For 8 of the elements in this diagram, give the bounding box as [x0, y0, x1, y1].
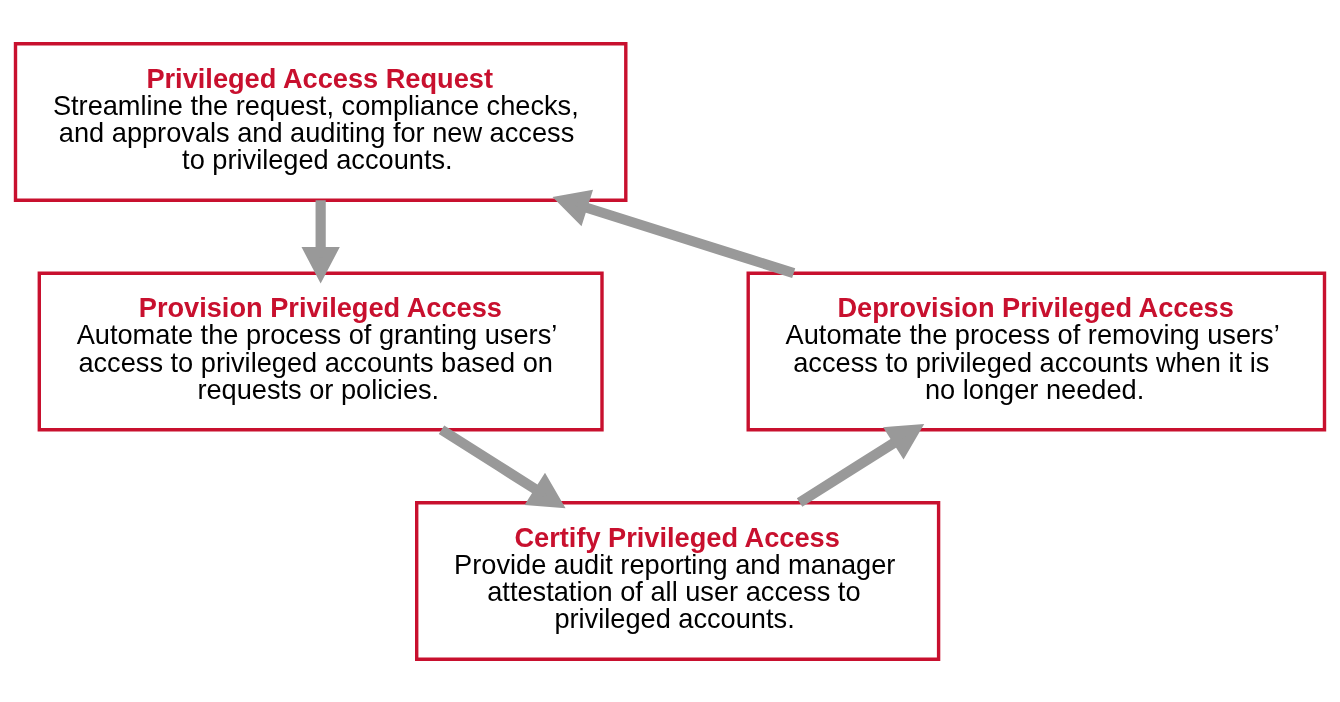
- node-box: Deprovision Privileged Access Automate the process of removing users’ access to privileged accounts when it is no longer needed.: [746, 271, 1327, 431]
- arrow: [438, 424, 566, 508]
- node-box: Privileged Access Request Streamline the request, compliance checks, and approvals and auditing for new access to privileged accounts.: [13, 41, 628, 202]
- arrow: [552, 189, 796, 278]
- arrow: [796, 423, 925, 507]
- node-box: Provision Privileged Access Automate the process of granting users’ access to privileged accounts based on requests or policies.: [37, 271, 604, 431]
- node-box: Certify Privileged Access Provide audit reporting and manager attestation of all user access to privileged accounts.: [415, 500, 941, 661]
- arrow: [301, 199, 340, 284]
